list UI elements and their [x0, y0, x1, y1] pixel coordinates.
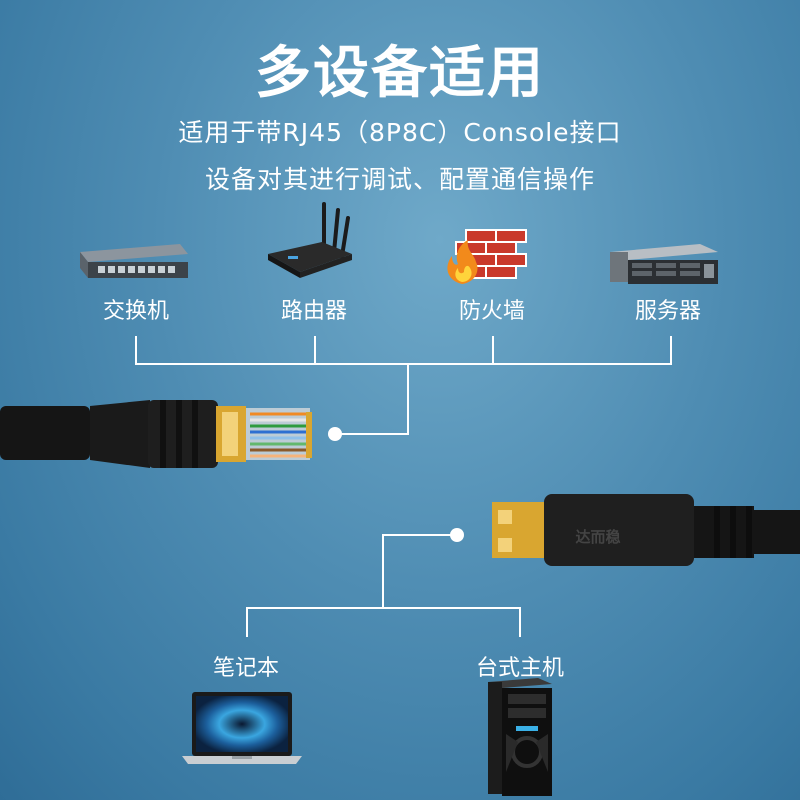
connector-line [383, 534, 455, 536]
laptop-icon [182, 692, 302, 764]
connector-dot [450, 528, 464, 542]
page-title: 多设备适用 [255, 41, 545, 106]
device-label-switch: 交换机 [102, 299, 169, 324]
usb-cable-icon [492, 494, 800, 566]
usb-brand-label: 达而稳 [575, 528, 621, 546]
subtitle-line-2: 设备对其进行调试、配置通信操作 [204, 165, 595, 194]
wifi-router-icon [268, 202, 352, 278]
firewall-icon [447, 229, 527, 284]
connector-line [340, 433, 409, 435]
connector-line [492, 336, 494, 364]
connector-line [519, 607, 521, 637]
device-label-desktop: 台式主机 [475, 656, 564, 681]
connector-line [382, 534, 384, 608]
network-switch-icon [80, 244, 188, 278]
device-label-laptop: 笔记本 [212, 656, 279, 681]
subtitle-line-1: 适用于带RJ45（8P8C）Console接口 [178, 118, 622, 147]
connector-line [246, 607, 248, 637]
rack-server-icon [610, 244, 718, 284]
device-label-firewall: 防火墙 [458, 299, 525, 324]
connector-dot [328, 427, 342, 441]
connector-line [135, 363, 672, 365]
device-label-router: 路由器 [280, 299, 347, 324]
connector-line [246, 607, 521, 609]
connector-line [670, 336, 672, 364]
connector-line [135, 336, 137, 364]
connector-line [407, 363, 409, 434]
desktop-tower-icon [488, 678, 552, 796]
rj45-cable-icon [0, 400, 312, 468]
connector-line [314, 336, 316, 364]
device-label-server: 服务器 [634, 299, 701, 324]
